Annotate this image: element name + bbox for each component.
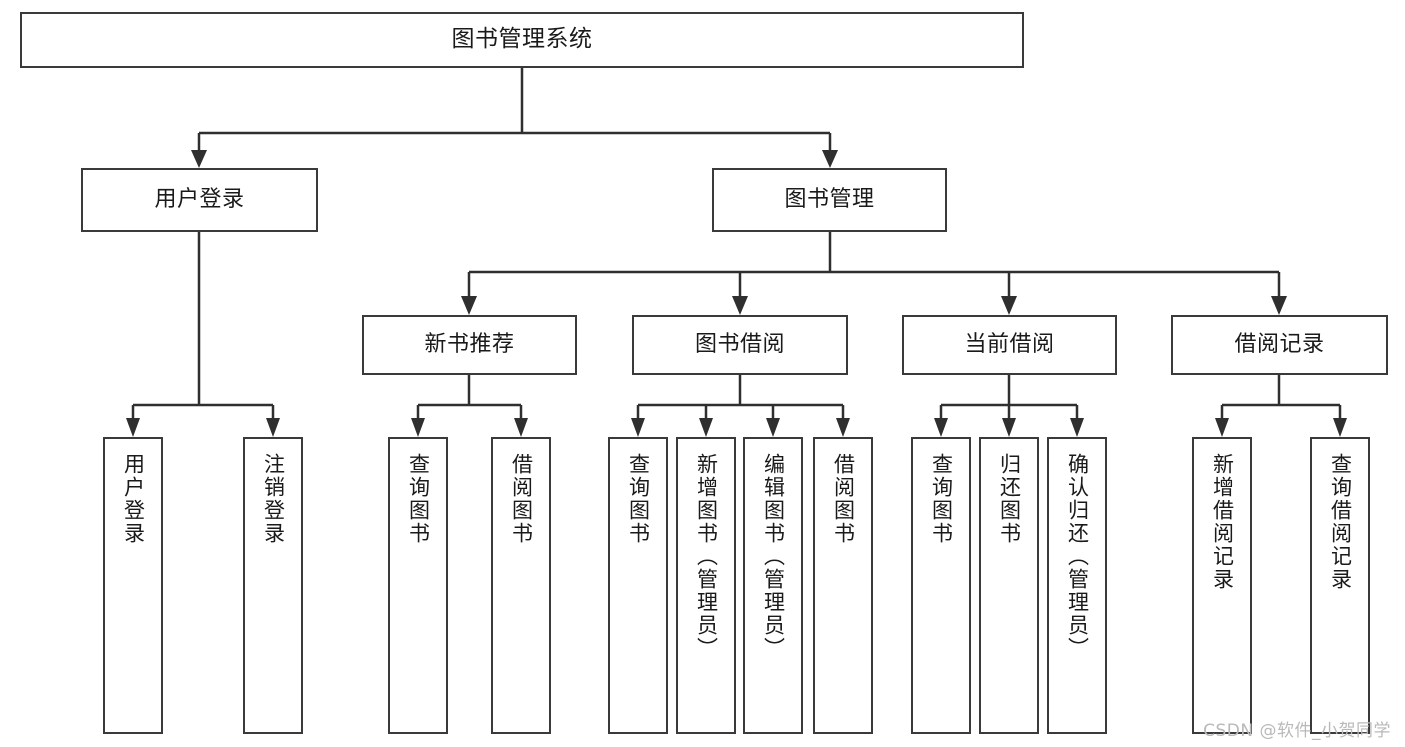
leaf-current-query-book[interactable]: 查询图书 [911,437,971,734]
leaf-borrow-query-book[interactable]: 查询图书 [608,437,668,734]
leaf-user-login-logout[interactable]: 注销登录 [243,437,303,734]
arrowhead-l3-4 [1271,296,1287,315]
leaf-recommend-borrow-book[interactable]: 借阅图书 [491,437,551,734]
node-root-label: 图书管理系统 [451,26,593,53]
leaf-user-login-logout-label: 注销登录 [261,453,286,545]
leaf-recommend-query-book-label: 查询图书 [406,453,431,545]
node-book-borrow-label: 图书借阅 [694,332,785,358]
arrowhead-bb-4 [836,418,850,437]
leaf-current-return-book[interactable]: 归还图书 [979,437,1039,734]
node-root-book-management-system[interactable]: 图书管理系统 [20,12,1024,68]
leaf-borrow-add-book-admin-label: 新增图书（管理员） [694,453,719,660]
leaf-borrow-edit-book-admin[interactable]: 编辑图书（管理员） [743,437,803,734]
node-user-login[interactable]: 用户登录 [81,168,318,232]
leaf-borrow-query-book-label: 查询图书 [626,453,651,545]
arrowhead-bb-3 [766,418,780,437]
arrowhead-cb-2 [1002,418,1016,437]
leaf-borrow-edit-book-admin-label: 编辑图书（管理员） [761,453,786,660]
node-book-borrow[interactable]: 图书借阅 [632,315,848,375]
leaf-borrow-add-book-admin[interactable]: 新增图书（管理员） [676,437,736,734]
arrowhead-cb-3 [1070,418,1084,437]
watermark-text: CSDN @软件_小贺同学 [1203,721,1391,741]
leaf-borrow-borrow-book-label: 借阅图书 [831,453,856,545]
leaf-recommend-borrow-book-label: 借阅图书 [509,453,534,545]
node-current-borrow-label: 当前借阅 [964,332,1055,358]
arrowhead-bb-1 [631,418,645,437]
leaf-record-query-record-label: 查询借阅记录 [1328,453,1353,591]
leaf-current-return-book-label: 归还图书 [997,453,1022,545]
leaf-record-add-record-label: 新增借阅记录 [1210,453,1235,591]
arrowhead-cb-1 [934,418,948,437]
arrowhead-book-manage [822,150,838,168]
leaf-record-add-record[interactable]: 新增借阅记录 [1192,437,1252,734]
arrowhead-ul-1 [126,418,140,437]
leaf-user-login-login-label: 用户登录 [121,453,146,545]
node-borrow-record[interactable]: 借阅记录 [1171,315,1388,375]
node-new-book-recommend[interactable]: 新书推荐 [362,315,577,375]
leaf-borrow-borrow-book[interactable]: 借阅图书 [813,437,873,734]
node-current-borrow[interactable]: 当前借阅 [902,315,1117,375]
node-book-management-label: 图书管理 [784,187,875,213]
arrowhead-ul-2 [266,418,280,437]
node-book-management[interactable]: 图书管理 [712,168,947,232]
node-new-book-recommend-label: 新书推荐 [424,332,515,358]
leaf-current-confirm-return-admin-label: 确认归还（管理员） [1065,453,1090,660]
arrowhead-user-login [191,150,207,168]
arrowhead-nbr-1 [411,418,425,437]
leaf-recommend-query-book[interactable]: 查询图书 [388,437,448,734]
arrowhead-bb-2 [699,418,713,437]
arrowhead-nbr-2 [514,418,528,437]
arrowhead-l3-2 [732,296,748,315]
node-borrow-record-label: 借阅记录 [1234,332,1325,358]
arrowhead-br-1 [1215,418,1229,437]
leaf-record-query-record[interactable]: 查询借阅记录 [1310,437,1370,734]
leaf-current-query-book-label: 查询图书 [929,453,954,545]
node-user-login-label: 用户登录 [154,187,245,213]
arrowhead-l3-1 [461,296,477,315]
leaf-current-confirm-return-admin[interactable]: 确认归还（管理员） [1047,437,1107,734]
arrowhead-l3-3 [1001,296,1017,315]
arrowhead-br-2 [1333,418,1347,437]
leaf-user-login-login[interactable]: 用户登录 [103,437,163,734]
